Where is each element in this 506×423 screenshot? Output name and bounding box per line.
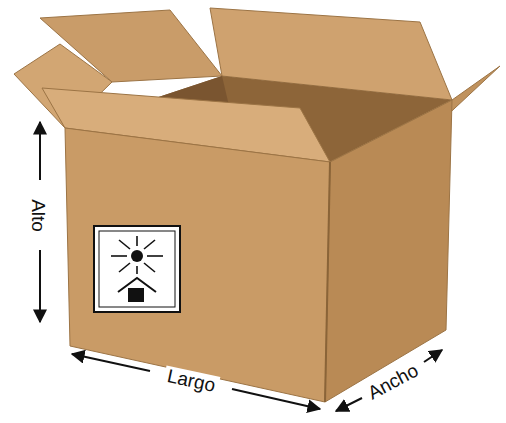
height-label: Alto [28, 196, 47, 235]
length-arrow [72, 354, 150, 371]
keep-away-from-heat-symbol [94, 226, 180, 312]
height-arrow [39, 122, 41, 180]
width-arrow [424, 350, 442, 362]
box-front-face [65, 128, 330, 402]
box-side-face [325, 100, 452, 402]
length-arrow [232, 389, 320, 409]
box-edge [325, 162, 330, 402]
height-arrow [39, 250, 41, 322]
width-arrow [336, 398, 362, 411]
